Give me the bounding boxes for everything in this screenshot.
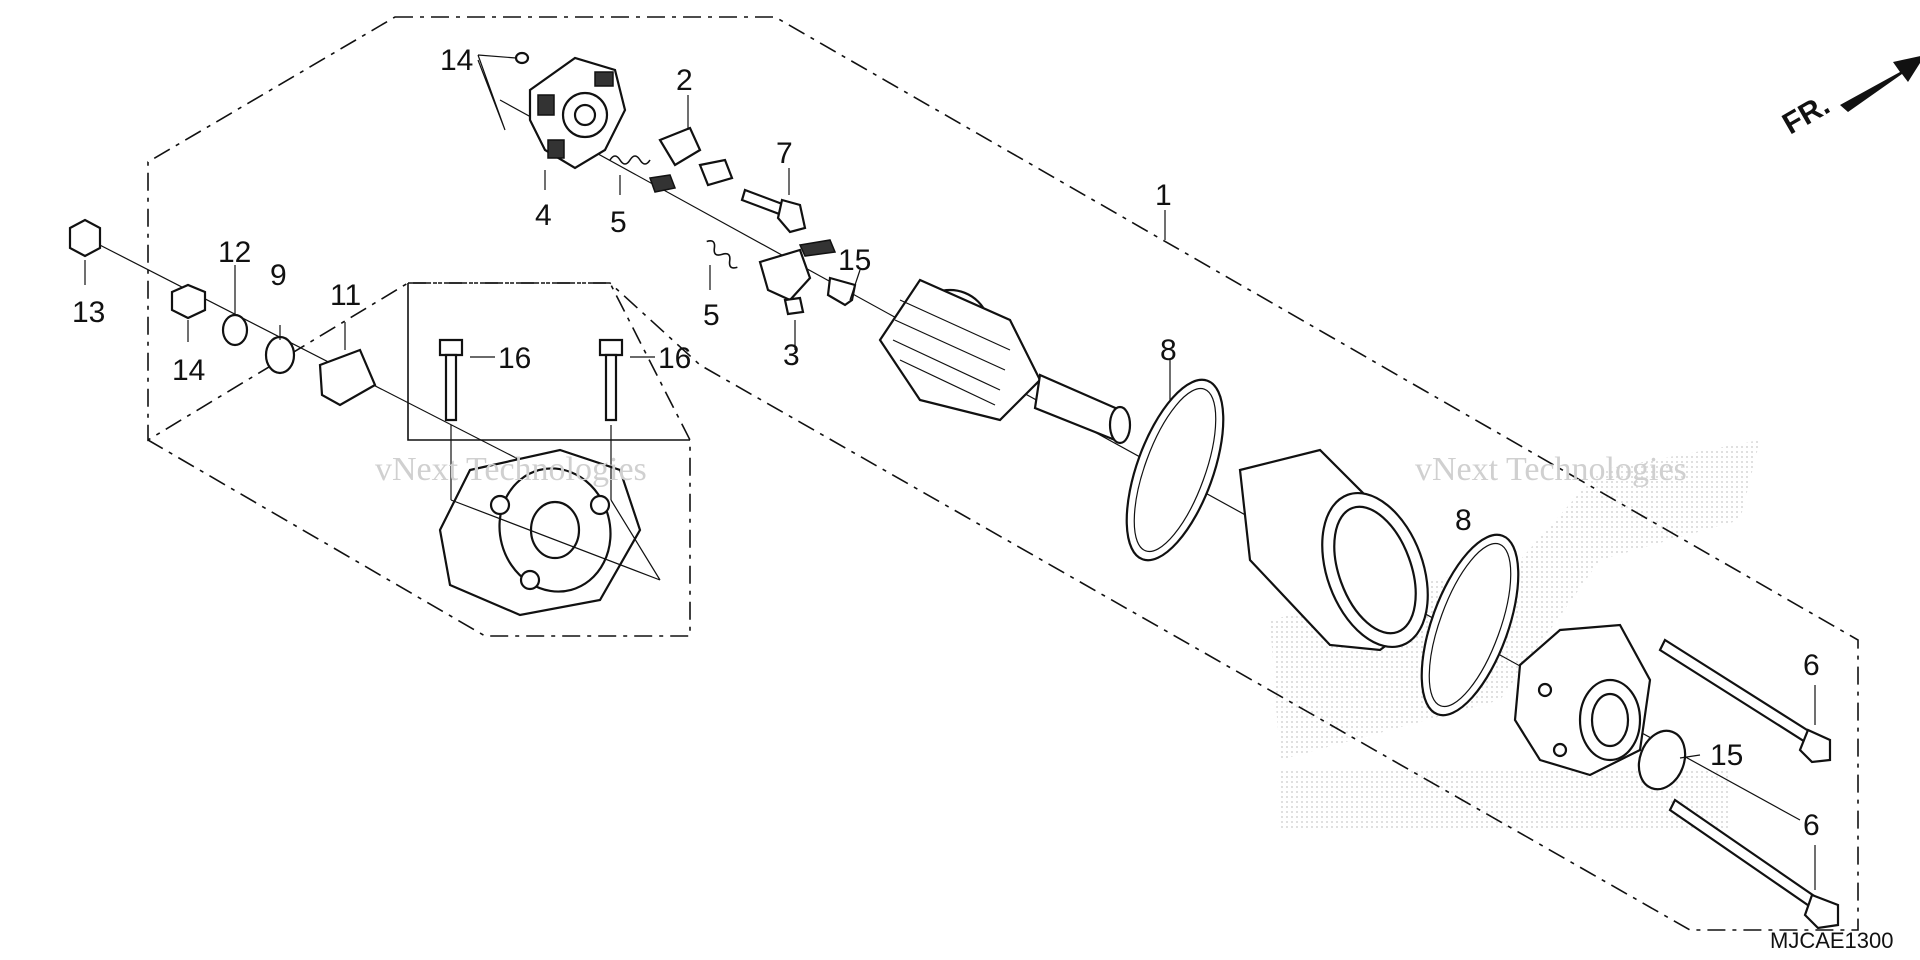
terminal-bolt-part	[740, 188, 807, 234]
nut-washer-part	[68, 218, 377, 407]
front-label: FR.	[1777, 88, 1835, 141]
arrow-icon	[1840, 56, 1920, 112]
watermark-text: vNext Technologies	[1415, 451, 1687, 488]
small-o-ring-part	[1637, 729, 1687, 791]
callout-15: 15	[838, 244, 871, 277]
callout-2: 2	[676, 64, 693, 97]
yoke-housing-part	[1238, 448, 1429, 652]
rear-cover-part	[438, 448, 642, 617]
brush-spring-part	[609, 155, 738, 269]
callout-5: 5	[610, 206, 627, 239]
flange-bolt-part	[438, 338, 624, 422]
callout-5: 5	[703, 299, 720, 332]
callout-9: 9	[270, 259, 287, 292]
callout-8: 8	[1455, 504, 1472, 537]
front-cover-part	[1513, 623, 1652, 777]
callout-6: 6	[1803, 649, 1820, 682]
brush-holder-part	[514, 51, 627, 170]
front-direction-indicator: FR.	[1777, 56, 1920, 141]
callouts: 14 2 7 1 4 5 15 5 3 8 8 6 6 15 13 14 12 …	[72, 44, 1820, 842]
callout-4: 4	[535, 199, 552, 232]
assembly-outline	[147, 16, 1859, 931]
leader-lines	[84, 54, 1816, 890]
drawing-code: MJCAE1300	[1770, 928, 1894, 953]
callout-12: 13	[72, 296, 105, 329]
callout-12: 14	[172, 354, 205, 387]
callout-11: 12	[218, 236, 251, 269]
callout-1: 1	[1155, 179, 1172, 212]
brush-part	[648, 126, 837, 316]
o-ring-part	[1125, 378, 1520, 717]
callout-3: 3	[783, 339, 800, 372]
callout-10: 11	[330, 279, 361, 312]
screw-part	[826, 276, 857, 307]
armature-part	[878, 278, 1132, 445]
watermark-text: vNext Technologies	[375, 451, 647, 488]
callout-6: 6	[1803, 809, 1820, 842]
callout-7: 7	[776, 137, 793, 170]
callout-13: 15	[1710, 739, 1743, 772]
long-bolt-part	[1658, 638, 1840, 930]
callout-8: 8	[1160, 334, 1177, 367]
watermarks: vNext Technologies vNext Technologies	[375, 451, 1687, 488]
callout-16: 16	[498, 342, 531, 375]
callout-16: 16	[658, 342, 691, 375]
callout-14: 14	[440, 44, 473, 77]
